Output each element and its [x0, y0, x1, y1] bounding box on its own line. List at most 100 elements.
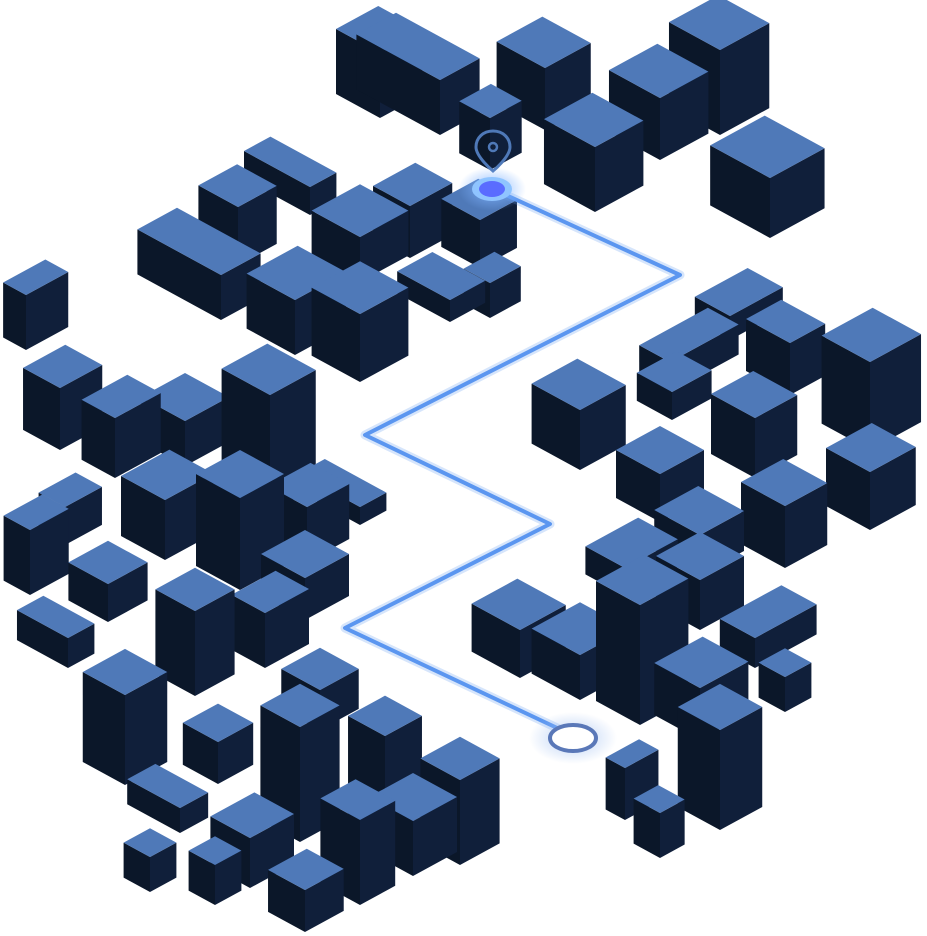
building-left-face — [231, 594, 265, 668]
building-left-face — [397, 271, 450, 322]
building — [758, 648, 812, 712]
building-right-face — [65, 486, 102, 545]
building — [268, 848, 344, 932]
route-path — [343, 187, 682, 737]
building-left-face — [244, 151, 310, 215]
building-roof — [654, 486, 744, 535]
building-roof — [348, 695, 422, 736]
building — [188, 836, 242, 905]
building-right-face — [595, 120, 644, 212]
building-right-face — [180, 792, 209, 833]
building — [182, 703, 254, 784]
building-roof — [198, 164, 277, 207]
building-left-face — [741, 482, 785, 568]
building — [719, 585, 817, 668]
building-left-face — [711, 394, 755, 478]
building-right-face — [660, 799, 685, 858]
building-roof — [38, 472, 102, 507]
building-right-face — [150, 842, 177, 892]
building-roof — [596, 554, 689, 605]
building — [677, 683, 763, 830]
building — [81, 374, 161, 478]
building-roof — [182, 703, 254, 742]
buildings-layer — [3, 0, 922, 932]
building — [196, 450, 284, 590]
building-roof — [821, 307, 922, 362]
building — [543, 92, 644, 212]
building-right-face — [870, 447, 916, 530]
building-right-face — [755, 394, 798, 478]
building — [821, 307, 922, 450]
building-roof — [636, 351, 712, 392]
building-right-face — [30, 508, 69, 595]
building-roof — [3, 259, 69, 295]
building-roof — [668, 0, 770, 50]
building-roof — [23, 344, 103, 388]
building — [23, 344, 103, 450]
building-roof — [710, 115, 825, 178]
building-roof — [471, 578, 566, 630]
building-roof — [585, 517, 678, 568]
building — [711, 370, 798, 478]
building-right-face — [460, 758, 500, 865]
building-roof — [268, 848, 344, 890]
building-right-face — [770, 148, 825, 238]
building-roof — [121, 449, 214, 500]
building — [311, 184, 409, 282]
building-roof — [244, 136, 337, 187]
building-roof — [758, 648, 812, 677]
building — [710, 115, 825, 238]
start-point-marker[interactable] — [458, 167, 526, 211]
building-right-face — [265, 589, 309, 668]
building-left-face — [605, 757, 625, 820]
building-left-face — [127, 779, 180, 833]
building-right-face — [790, 323, 826, 395]
building-roof — [123, 828, 177, 857]
building-right-face — [360, 210, 409, 282]
building — [633, 785, 685, 858]
building-left-face — [677, 706, 720, 830]
start-dot-inner — [479, 181, 505, 197]
building-left-face — [196, 474, 240, 590]
building-roof — [543, 92, 644, 147]
building-right-face — [672, 370, 712, 420]
building — [16, 595, 95, 668]
building-roof — [82, 648, 168, 695]
route-layer — [340, 184, 685, 740]
building-right-face — [218, 722, 254, 784]
building-right-face — [660, 71, 709, 160]
building-left-face — [821, 335, 870, 450]
building-left-face — [3, 282, 27, 350]
building-right-face — [360, 492, 387, 525]
building-roof — [320, 779, 396, 820]
building-left-face — [23, 367, 60, 450]
building-left-face — [68, 562, 108, 622]
building-roof — [16, 595, 95, 638]
building-left-face — [137, 229, 221, 320]
building-roof — [127, 763, 209, 808]
building-right-face — [360, 800, 396, 905]
building-right-face — [185, 397, 229, 466]
building-right-face — [360, 287, 409, 382]
building-left-face — [531, 383, 580, 470]
building-roof — [463, 251, 521, 283]
building-roof — [311, 184, 409, 237]
building-right-face — [785, 482, 828, 568]
building-left-face — [3, 515, 30, 595]
building-left-face — [459, 101, 490, 170]
building-right-face — [125, 671, 168, 785]
end-point-marker[interactable] — [529, 712, 617, 764]
building — [311, 261, 409, 382]
building-roof — [677, 683, 763, 730]
building-roof — [246, 245, 347, 300]
building-roof — [81, 374, 161, 418]
ring-icon — [548, 723, 598, 753]
building-right-face — [700, 556, 744, 630]
building-roof — [711, 370, 798, 418]
building — [397, 252, 486, 322]
building-left-face — [719, 618, 755, 668]
building-roof — [531, 358, 626, 410]
building-roof — [633, 785, 685, 813]
building-left-face — [246, 273, 295, 355]
